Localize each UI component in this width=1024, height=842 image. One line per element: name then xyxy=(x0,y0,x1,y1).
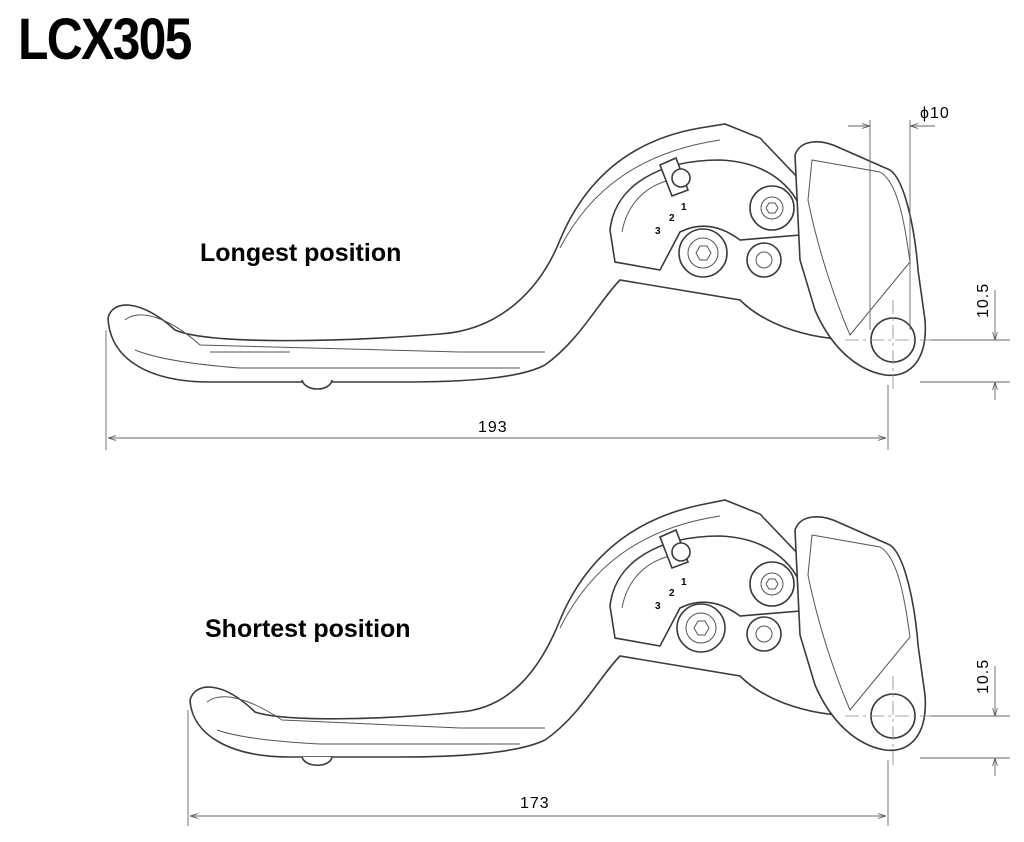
adjuster-plate-longest xyxy=(609,159,806,271)
bolt-boss-shortest xyxy=(749,561,795,607)
lever-arm-shortest xyxy=(794,516,927,752)
length-shortest: 173 xyxy=(520,795,550,812)
bolt-boss-longest xyxy=(749,185,795,231)
product-title: LCX305 xyxy=(18,7,192,72)
scale-1-longest: 1 xyxy=(681,202,687,213)
lever-longest: 3 2 1 xyxy=(107,123,927,390)
dimensions-longest: 193 10.5 ϕ10 xyxy=(105,105,1010,450)
scale-2-longest: 2 xyxy=(669,213,675,224)
scale-3-longest: 3 xyxy=(655,226,661,237)
shortest-position-label: Shortest position xyxy=(205,615,411,643)
scale-1-shortest: 1 xyxy=(681,577,687,588)
dimensions-shortest: 173 10.5 xyxy=(187,659,1010,826)
diameter-longest: ϕ10 xyxy=(920,105,950,122)
pivot-boss-shortest xyxy=(676,603,726,653)
longest-position-label: Longest position xyxy=(200,239,402,267)
length-longest: 193 xyxy=(478,419,508,436)
pivot-boss-longest xyxy=(678,228,728,278)
adjuster-plate-shortest xyxy=(609,535,806,647)
lever-blade-longest xyxy=(107,123,862,383)
lever-shortest: 3 2 1 xyxy=(189,499,927,767)
lever-arm-longest xyxy=(794,141,927,377)
scale-3-shortest: 3 xyxy=(655,601,661,612)
offset-longest: 10.5 xyxy=(975,283,992,318)
offset-shortest: 10.5 xyxy=(975,659,992,694)
scale-2-shortest: 2 xyxy=(669,588,675,599)
